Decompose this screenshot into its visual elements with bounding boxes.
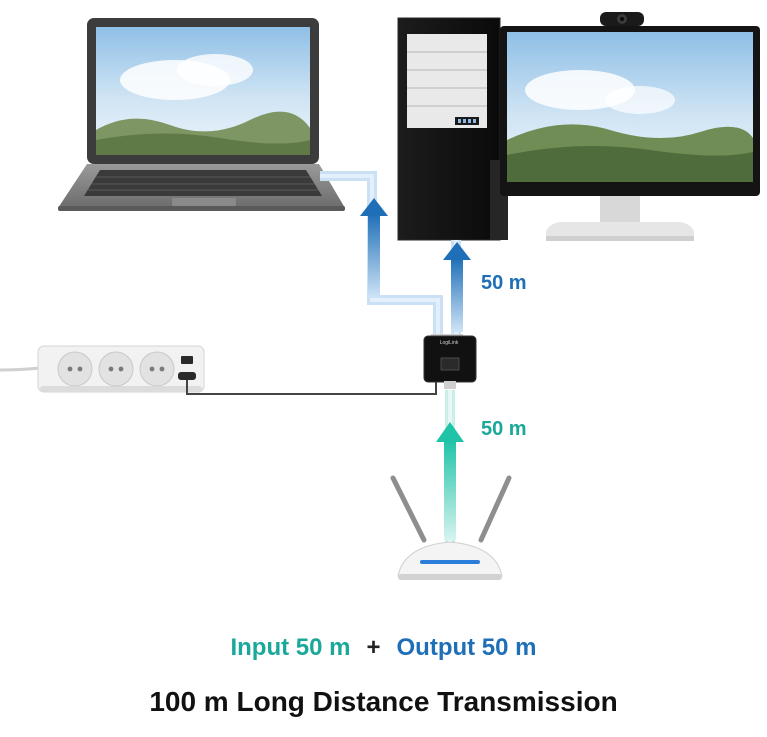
- output-distance-label: 50 m: [481, 272, 527, 294]
- laptop-icon: [58, 18, 345, 211]
- legend-plus: +: [366, 634, 381, 661]
- arrow-up-icon: [436, 422, 464, 540]
- input-distance-label: 50 m: [481, 418, 527, 440]
- socket-3: [139, 351, 175, 387]
- extender-icon: [423, 334, 477, 389]
- pc-tower-icon: [397, 17, 508, 241]
- monitor-icon: [500, 26, 760, 241]
- socket-1: [57, 351, 93, 387]
- laptop-cable: [320, 171, 443, 336]
- legend-output: Output 50 m: [396, 634, 537, 661]
- legend-input: Input 50 m: [230, 634, 351, 661]
- caption: 100 m Long Distance Transmission: [149, 686, 618, 717]
- socket-2: [98, 351, 134, 387]
- arrow-up-icon: [443, 242, 471, 332]
- extender-brand: LogiLink: [439, 340, 459, 346]
- legend: Input 50 m + Output 50 m: [0, 634, 767, 662]
- arrow-up-icon: [360, 198, 388, 298]
- webcam-icon: [600, 12, 644, 26]
- power-strip-icon: [0, 345, 205, 393]
- router-icon: [390, 475, 512, 580]
- power-cable: [186, 378, 437, 395]
